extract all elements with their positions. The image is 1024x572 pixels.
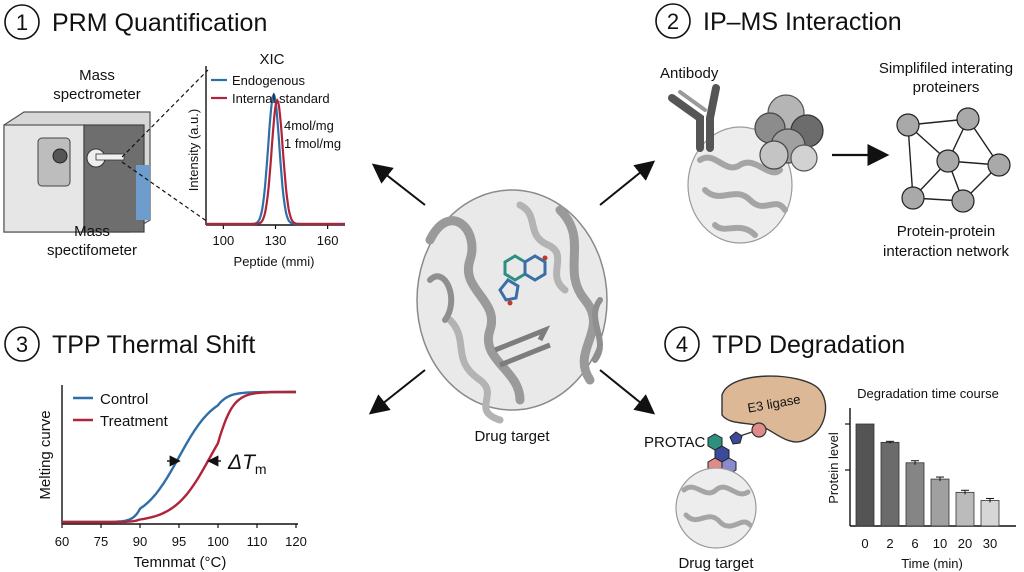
tpd-drug-target-label: Drug target <box>678 555 754 572</box>
antibody-icon <box>668 84 720 152</box>
xic-x-tick-label: 130 <box>265 233 287 248</box>
degradation-bar <box>905 462 925 527</box>
central-protein-illustration <box>416 189 608 424</box>
arrow-to-panel-3 <box>368 369 426 415</box>
xic-chart: XIC Intensity (a.u.) Peptide (mmi) 100 13… <box>186 51 345 269</box>
tpp-x-tick-label: 100 <box>207 534 229 549</box>
panel-number: 1 <box>16 10 28 35</box>
mass-spec-label-bottom-1: Mass <box>74 223 110 240</box>
panel-number: 2 <box>667 9 679 34</box>
protein-interaction-network <box>896 107 1011 213</box>
arrow-to-panel-2 <box>599 160 656 206</box>
delta-tm-label: ΔTm <box>227 451 267 477</box>
ligand-molecule <box>498 254 548 306</box>
degradation-bar <box>930 478 950 527</box>
mass-spectrometer-illustration <box>3 111 151 233</box>
panel-number-circle <box>4 4 40 40</box>
e3-ligase-shape: E3 ligase <box>721 375 827 443</box>
panel-title: TPD Degradation <box>712 331 905 359</box>
network-top-label-1: Simplifiled interating <box>879 60 1013 77</box>
deg-x-label: Time (min) <box>901 556 963 571</box>
degradation-x-tick-label: 2 <box>886 536 893 551</box>
tpp-series-line-treatment <box>62 390 296 524</box>
protac-molecule <box>707 422 767 475</box>
legend-label-treatment: Treatment <box>100 413 169 430</box>
deg-bars: 0 2 6 10 20 30 <box>855 423 1000 551</box>
xic-series <box>206 92 345 226</box>
antibody-label: Antibody <box>660 65 719 82</box>
degradation-x-tick-label: 10 <box>933 536 947 551</box>
degradation-x-tick-label: 6 <box>911 536 918 551</box>
panel-2-header: 2 IP–MS Interaction <box>655 3 902 39</box>
degradation-bar <box>880 441 900 527</box>
xic-x-label: Peptide (mmi) <box>234 254 315 269</box>
zoom-line-top <box>121 69 209 158</box>
legend-label-endogenous: Endogenous <box>232 73 306 88</box>
arrow-to-panel-1 <box>371 163 426 206</box>
panel-number-circle <box>4 326 40 362</box>
network-bottom-label-2: interaction network <box>883 243 1009 260</box>
legend-label-control: Control <box>100 391 148 408</box>
panel-title: IP–MS Interaction <box>703 8 902 36</box>
tpp-x-tick-label: 110 <box>247 534 268 549</box>
degradation-x-tick-label: 0 <box>861 536 868 551</box>
xic-annotation-2: 1 fmol/mg <box>284 136 341 151</box>
tpp-x-tick-label: 75 <box>94 534 108 549</box>
degradation-bar <box>980 500 1000 527</box>
tpp-x-tick-label: 90 <box>133 534 147 549</box>
tpp-x-tick-label: 95 <box>172 534 186 549</box>
degradation-title: Degradation time course <box>857 386 999 401</box>
legend-label-internal-standard: Internal standard <box>232 91 330 106</box>
tpd-drug-target-protein <box>675 467 757 549</box>
tpp-chart: Melting curve Temnmat (°C) 60 75 90 95 100 11… <box>37 385 307 571</box>
xic-annotation-1: 4mol/mg <box>284 118 334 133</box>
panel-title: PRM Quantification <box>52 9 267 37</box>
panel-number: 3 <box>16 332 28 357</box>
tpp-ticks: 60 75 90 95 100 110 120 <box>55 524 307 549</box>
xic-series-line-internal-standard <box>206 98 345 226</box>
xic-title: XIC <box>259 51 284 68</box>
xic-x-tick-label: 100 <box>213 233 235 248</box>
tpp-x-label: Temnmat (°C) <box>134 554 227 571</box>
tpp-x-tick-label: 120 <box>285 534 307 549</box>
mass-spec-label-top-1: Mass <box>79 67 115 84</box>
deg-y-label: Protein level <box>826 432 841 504</box>
network-top-label-2: proteiners <box>913 79 980 96</box>
degradation-chart: Degradation time course Protein level Ti… <box>826 386 1016 571</box>
panel-4-header: 4 TPD Degradation <box>664 326 905 362</box>
xic-ticks: 100 130 160 <box>213 225 339 248</box>
degradation-bar <box>955 491 975 527</box>
tpp-y-label: Melting curve <box>37 410 54 499</box>
protac-label: PROTAC <box>644 434 706 451</box>
tpp-x-tick-label: 60 <box>55 534 69 549</box>
mass-spec-label-bottom-2: spectifometer <box>47 242 137 259</box>
degradation-x-tick-label: 20 <box>958 536 972 551</box>
arrow-to-panel-4 <box>599 369 656 415</box>
panel-number-circle <box>655 3 691 39</box>
protein-complex-icon <box>754 94 824 172</box>
panel-number-circle <box>664 326 700 362</box>
degradation-x-tick-label: 30 <box>983 536 997 551</box>
panel-title: TPP Thermal Shift <box>52 331 255 359</box>
panel-3-header: 3 TPP Thermal Shift <box>4 326 255 362</box>
network-bottom-label-1: Protein-protein <box>897 223 995 240</box>
mass-spec-label-top-2: spectrometer <box>53 86 141 103</box>
xic-x-tick-label: 160 <box>317 233 339 248</box>
tpp-series <box>62 390 296 524</box>
panel-1-header: 1 PRM Quantification <box>4 4 267 40</box>
xic-y-label: Intensity (a.u.) <box>186 109 201 191</box>
zoom-line-bottom <box>121 161 209 223</box>
degradation-bar <box>855 423 875 527</box>
panel-number: 4 <box>676 332 688 357</box>
drug-target-label: Drug target <box>474 428 550 445</box>
